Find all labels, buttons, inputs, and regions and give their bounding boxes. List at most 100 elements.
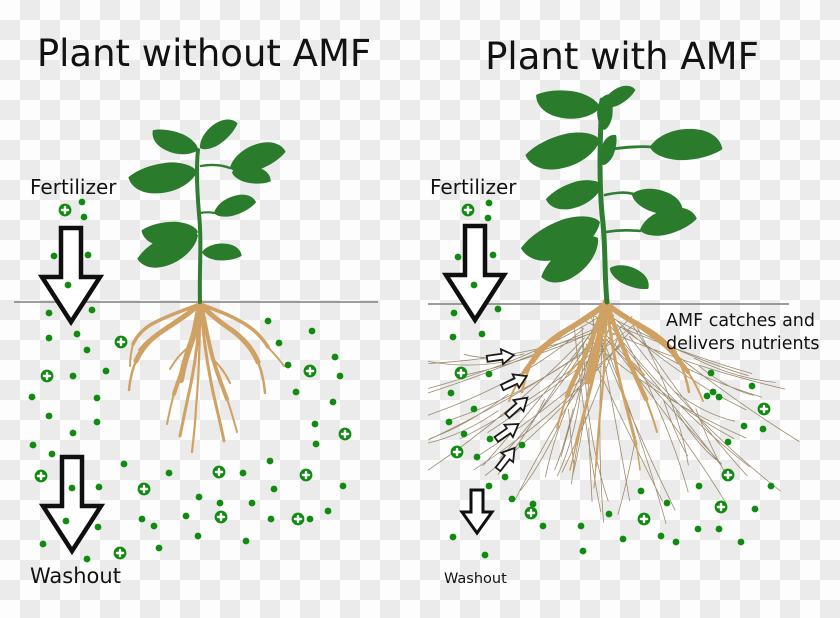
nutrient-dot — [703, 392, 711, 400]
nutrient-dot — [102, 367, 110, 375]
nutrient-dot — [275, 339, 283, 347]
nutrient-dot — [68, 484, 76, 492]
fertilizer-label-right: Fertilizer — [430, 175, 517, 199]
nutrient-dot — [83, 346, 91, 354]
nutrient-dot — [715, 525, 723, 533]
nutrient-dot — [138, 515, 146, 523]
nutrient-dot — [657, 532, 665, 540]
nutrient-dot — [715, 393, 723, 401]
nutrient-dot — [481, 551, 489, 559]
nutrient-dot — [78, 198, 86, 206]
nutrient-dot — [120, 460, 128, 468]
nutrient-dot — [48, 450, 56, 458]
fertilizer-label-left: Fertilizer — [30, 175, 117, 199]
nutrient-dot — [83, 555, 91, 563]
nutrient-plus-dot — [454, 366, 468, 380]
nutrient-dot — [94, 523, 102, 531]
nutrient-plus-dot — [137, 482, 151, 496]
nutrient-plus-dot — [714, 500, 728, 514]
nutrient-dot — [155, 544, 163, 552]
nutrient-dot — [311, 420, 319, 428]
nutrient-dot — [270, 485, 278, 493]
nutrient-plus-dot — [212, 465, 226, 479]
nutrient-dot — [478, 330, 486, 338]
nutrient-dot — [216, 499, 224, 507]
plant-right — [516, 80, 725, 305]
nutrient-dot — [485, 482, 493, 490]
nutrient-dot — [460, 430, 468, 438]
nutrient-dot — [64, 281, 72, 289]
nutrient-plus-dot — [34, 469, 48, 483]
nutrient-dot — [73, 330, 81, 338]
nutrient-dot — [93, 394, 101, 402]
panel-title-right: Plant with AMF — [485, 35, 759, 78]
nutrient-dot — [663, 499, 671, 507]
nutrient-dot — [473, 453, 481, 461]
nutrient-dot — [445, 418, 453, 426]
nutrient-dots — [28, 198, 775, 563]
nutrient-dot — [306, 515, 314, 523]
washout-label-right: Washout — [444, 571, 507, 587]
nutrient-dot — [242, 537, 250, 545]
nutrient-dot — [709, 388, 717, 396]
nutrient-plus-dot — [303, 364, 317, 378]
nutrient-dot — [751, 505, 759, 513]
nutrient-plus-dot — [757, 402, 771, 416]
nutrient-dot — [80, 213, 88, 221]
nutrient-dot — [447, 389, 455, 397]
nutrient-dot — [84, 251, 92, 259]
nutrient-plus-dot — [461, 203, 475, 217]
nutrient-dot — [454, 253, 462, 261]
nutrient-dot — [767, 482, 775, 490]
nutrient-dot — [266, 457, 274, 465]
nutrient-dot — [759, 425, 767, 433]
nutrient-dot — [485, 370, 493, 378]
nutrient-dot — [450, 309, 458, 317]
nutrient-dot — [182, 512, 190, 520]
nutrient-dot — [486, 435, 494, 443]
nutrient-plus-dot — [214, 510, 228, 524]
nutrient-dot — [29, 441, 37, 449]
nutrient-dot — [88, 306, 96, 314]
nutrient-dot — [93, 418, 101, 426]
nutrient-dot — [239, 469, 247, 477]
nutrient-plus-dot — [721, 468, 735, 482]
fertilizer-arrow-right-icon — [446, 226, 504, 320]
nutrient-dot — [694, 525, 702, 533]
nutrient-dot — [39, 540, 47, 548]
nutrient-dot — [529, 500, 537, 508]
nutrient-dot — [740, 422, 748, 430]
roots-right — [508, 298, 704, 489]
nutrient-dot — [336, 372, 344, 380]
nutrient-dot — [637, 487, 645, 495]
nutrient-dot — [248, 499, 256, 507]
nutrient-dot — [329, 398, 337, 406]
nutrient-dot — [579, 547, 587, 555]
nutrient-plus-dot — [113, 546, 127, 560]
nutrient-plus-dot — [40, 369, 54, 383]
washout-arrow-right-icon — [460, 488, 494, 535]
nutrient-dot — [331, 353, 339, 361]
amf-uptake-arrow-icon — [501, 391, 534, 423]
nutrient-dot — [165, 469, 173, 477]
nutrient-dot — [62, 517, 70, 525]
nutrient-dot — [605, 510, 613, 518]
nutrient-dot — [45, 412, 53, 420]
nutrient-dot — [45, 309, 53, 317]
nutrient-dot — [508, 495, 516, 503]
nutrient-plus-dot — [338, 427, 352, 441]
nutrient-dot — [45, 334, 53, 342]
nutrient-dot — [539, 522, 547, 530]
nutrient-dot — [470, 405, 478, 413]
nutrient-dot — [284, 361, 292, 369]
nutrient-dot — [28, 393, 36, 401]
nutrient-dot — [267, 515, 275, 523]
nutrient-plus-dot — [637, 512, 651, 526]
nutrient-plus-dot — [58, 203, 72, 217]
nutrient-dot — [264, 317, 272, 325]
nutrient-dot — [292, 388, 300, 396]
nutrient-dot — [695, 482, 703, 490]
washout-arrow-left-icon — [43, 457, 101, 551]
washout-label-left: Washout — [30, 564, 121, 588]
